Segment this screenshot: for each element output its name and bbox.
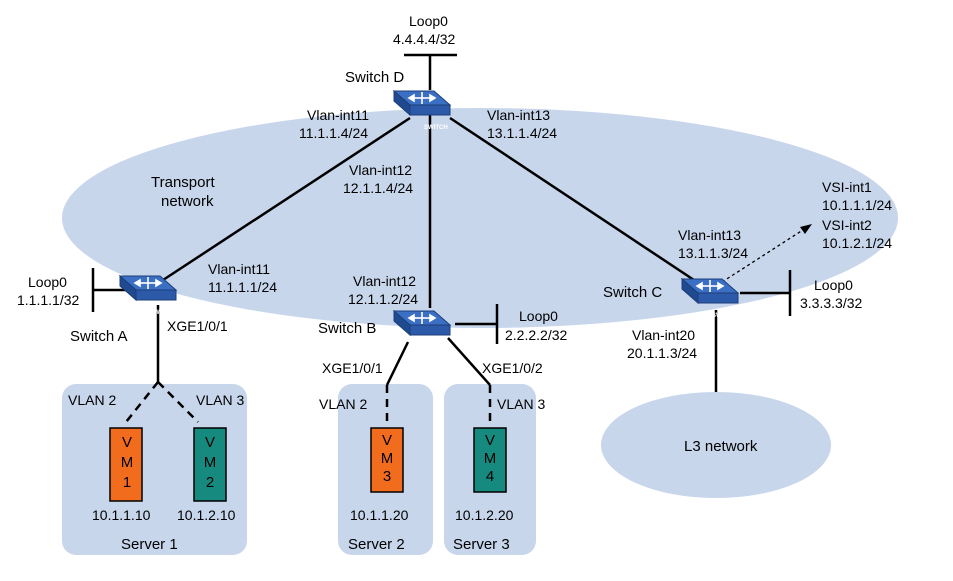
switch-b-name: Switch B xyxy=(318,320,376,337)
switch-a-badge: SWITCH xyxy=(150,310,174,316)
server2-name: Server 2 xyxy=(348,536,405,553)
loop0-d-ip: 4.4.4.4/32 xyxy=(393,31,455,47)
switch-a-name: Switch A xyxy=(70,328,128,345)
server3-vlan: VLAN 3 xyxy=(497,396,545,412)
c-l3-name: Vlan-int20 xyxy=(632,327,695,343)
b-up-ip: 12.1.1.2/24 xyxy=(348,291,418,307)
c-up-ip: 13.1.1.3/24 xyxy=(678,245,748,261)
switch-d-badge: SWITCH xyxy=(424,125,448,131)
loop0-c-name: Loop0 xyxy=(814,277,853,293)
link-d-c xyxy=(449,116,701,286)
vm1-l3: 1 xyxy=(123,474,131,491)
vm4-box xyxy=(473,427,507,493)
server1-name: Server 1 xyxy=(121,536,178,553)
vm3-l1: V xyxy=(382,432,392,449)
link-b-xge2 xyxy=(447,337,491,386)
d-to-c-ip: 13.1.1.4/24 xyxy=(487,125,557,141)
switch-d-name: Switch D xyxy=(345,69,404,86)
l3-network-cloud xyxy=(601,392,831,498)
vm3-l3: 3 xyxy=(383,468,391,485)
loop0-b-ip: 2.2.2.2/32 xyxy=(505,327,567,343)
loop0-a-name: Loop0 xyxy=(28,274,67,290)
vm1-ip: 10.1.1.10 xyxy=(92,507,151,523)
link-b-xge1 xyxy=(385,341,410,386)
vm1-l2: M xyxy=(121,454,134,471)
d-to-b-name: Vlan-int12 xyxy=(349,162,412,178)
vsi-arrow-head xyxy=(800,224,812,234)
loop0-a-ip: 1.1.1.1/32 xyxy=(17,292,79,308)
vlan2-link-vm1 xyxy=(125,381,159,423)
vm4-l3: 4 xyxy=(486,468,494,485)
vm2-l2: M xyxy=(204,454,217,471)
vsi-arrow-line xyxy=(721,227,807,283)
loop0-c-ip: 3.3.3.3/32 xyxy=(800,295,862,311)
vm1-l1: V xyxy=(122,434,132,451)
vm2-box xyxy=(193,427,227,502)
vm2-l3: 2 xyxy=(206,474,214,491)
switch-b-badge: SWITCH xyxy=(424,345,448,351)
vsi1-name: VSI-int1 xyxy=(822,179,872,195)
vlan3-link-vm2 xyxy=(157,381,199,423)
vm4-l2: M xyxy=(484,450,497,467)
transport-network-cloud xyxy=(62,108,898,328)
server1-vlan-left: VLAN 2 xyxy=(68,392,116,408)
c-l3-ip: 20.1.1.3/24 xyxy=(627,345,697,361)
vm4-l1: V xyxy=(485,432,495,449)
vsi2-ip: 10.1.2.1/24 xyxy=(822,235,892,251)
l3-network-label: L3 network xyxy=(684,438,758,455)
server2-vlan: VLAN 2 xyxy=(319,396,367,412)
b-down1-if: XGE1/0/1 xyxy=(322,360,383,376)
d-to-a-name: Vlan-int11 xyxy=(307,107,369,123)
a-up-name: Vlan-int11 xyxy=(208,261,270,277)
vsi1-ip: 10.1.1.1/24 xyxy=(822,197,892,213)
vm2-l1: V xyxy=(205,434,215,451)
switch-c-badge: SWITCH xyxy=(712,313,736,319)
loop0-b-name: Loop0 xyxy=(519,308,558,324)
vm3-l2: M xyxy=(381,450,394,467)
vm3-box xyxy=(370,427,404,493)
switch-c-name: Switch C xyxy=(603,284,662,301)
vm3-ip: 10.1.1.20 xyxy=(350,507,409,523)
vm4-ip: 10.1.2.20 xyxy=(455,507,514,523)
b-up-name: Vlan-int12 xyxy=(353,273,416,289)
transport-network-label-1: Transport xyxy=(151,174,215,191)
b-down2-if: XGE1/0/2 xyxy=(482,360,543,376)
d-to-b-ip: 12.1.1.4/24 xyxy=(343,180,413,196)
a-up-ip: 11.1.1.1/24 xyxy=(208,279,277,295)
vm1-box xyxy=(109,427,143,502)
vm2-ip: 10.1.2.10 xyxy=(177,507,236,523)
c-up-name: Vlan-int13 xyxy=(678,227,741,243)
vsi2-name: VSI-int2 xyxy=(822,217,872,233)
server1-vlan-right: VLAN 3 xyxy=(196,392,244,408)
d-to-a-ip: 11.1.1.4/24 xyxy=(299,125,368,141)
d-to-c-name: Vlan-int13 xyxy=(487,107,550,123)
server1-box xyxy=(62,384,247,555)
link-d-a xyxy=(159,116,411,284)
server3-name: Server 3 xyxy=(453,536,510,553)
transport-network-label-2: network xyxy=(161,193,214,210)
a-down-if: XGE1/0/1 xyxy=(167,318,228,334)
loop0-d-name: Loop0 xyxy=(409,13,448,29)
